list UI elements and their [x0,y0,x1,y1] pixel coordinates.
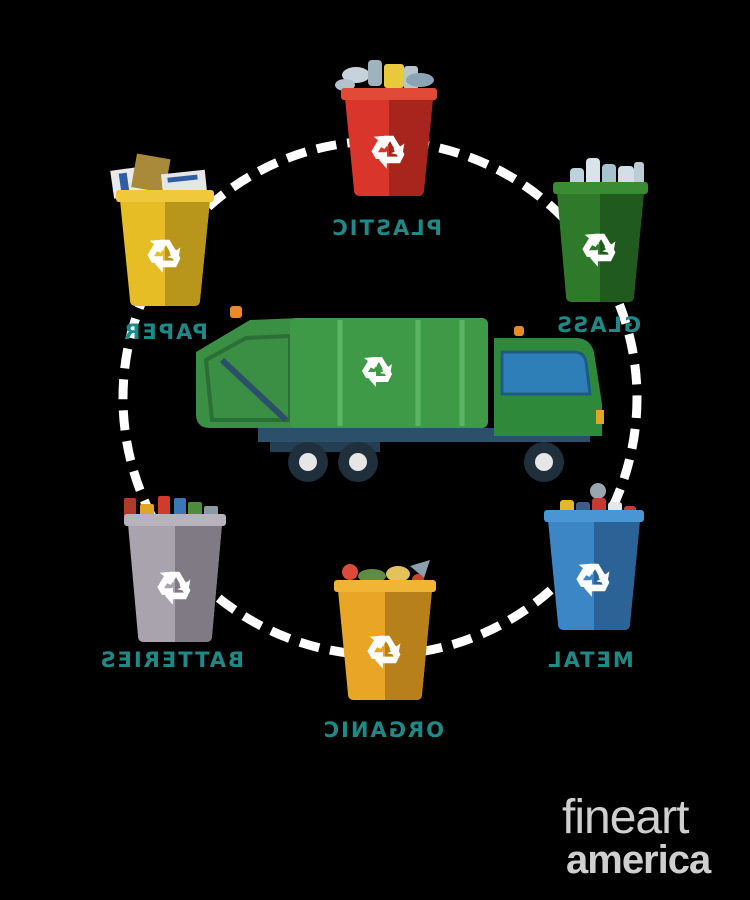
organic-bin [334,560,436,700]
paper-label: PAPER [122,320,208,344]
plastic-bin-rim [341,88,437,100]
truck-wheel [524,442,564,482]
metal-bin [544,483,644,630]
plastic-bottles [335,60,434,91]
organic-waste [342,560,430,586]
watermark-line2: america [566,838,711,882]
truck-wheel [338,442,378,482]
metal-bin-rim [544,510,644,522]
paper-bin-rim [116,190,214,202]
garbage-truck [196,306,604,482]
glass-bin [553,158,648,302]
glass-label: GLASS [554,313,642,337]
watermark-line1: fineart [562,791,689,844]
truck-compactor [196,318,300,428]
batteries-bin-rim [124,514,226,526]
batteries-label: BATTERIES [98,648,244,672]
truck-wheel [288,442,328,482]
batteries-bin [124,496,226,642]
beacon-light [230,306,242,318]
paper-bin [110,153,214,306]
metal-label: METAL [546,648,634,672]
truck-windshield [500,350,592,396]
plastic-bin [335,60,437,196]
organic-bin-rim [334,580,436,592]
organic-label: ORGANIC [321,718,444,742]
glass-bin-rim [553,182,648,194]
beacon-light [514,326,524,336]
plastic-label: PLASTIC [330,216,442,240]
